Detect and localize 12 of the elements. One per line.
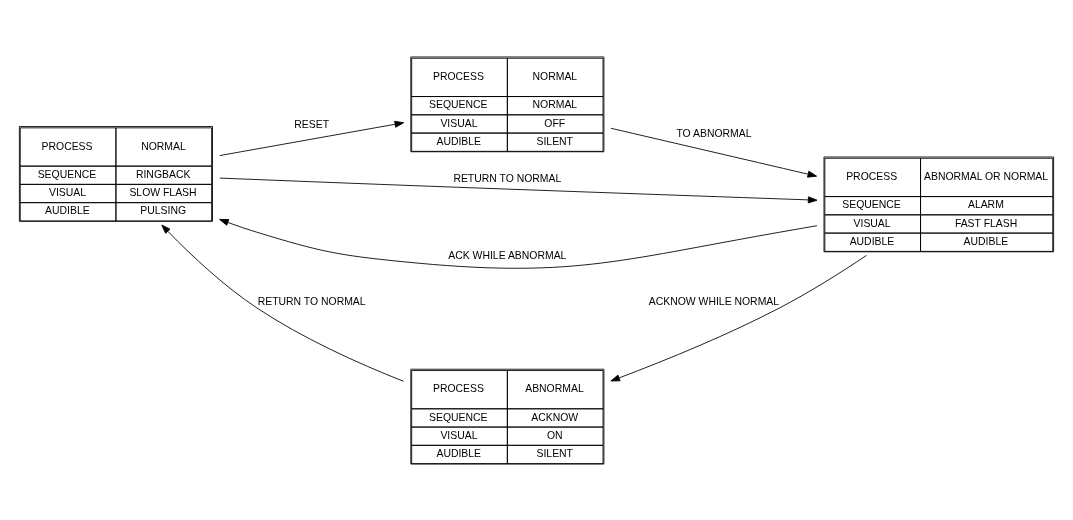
arrow xyxy=(219,120,405,156)
arrow xyxy=(610,254,867,381)
edge-label: TO ABNORMAL xyxy=(676,127,752,139)
edge-label: RESET xyxy=(294,118,330,130)
arrow xyxy=(219,218,818,269)
edge-label: ACK WHILE ABNORMAL xyxy=(448,249,567,261)
edge-label: RETURN TO NORMAL xyxy=(257,295,366,307)
arrow xyxy=(161,224,405,382)
edge-label: RETURN TO NORMAL xyxy=(453,172,562,184)
arrow xyxy=(610,127,818,178)
arrow xyxy=(219,177,818,203)
edge-label: ACKNOW WHILE NORMAL xyxy=(648,295,780,307)
